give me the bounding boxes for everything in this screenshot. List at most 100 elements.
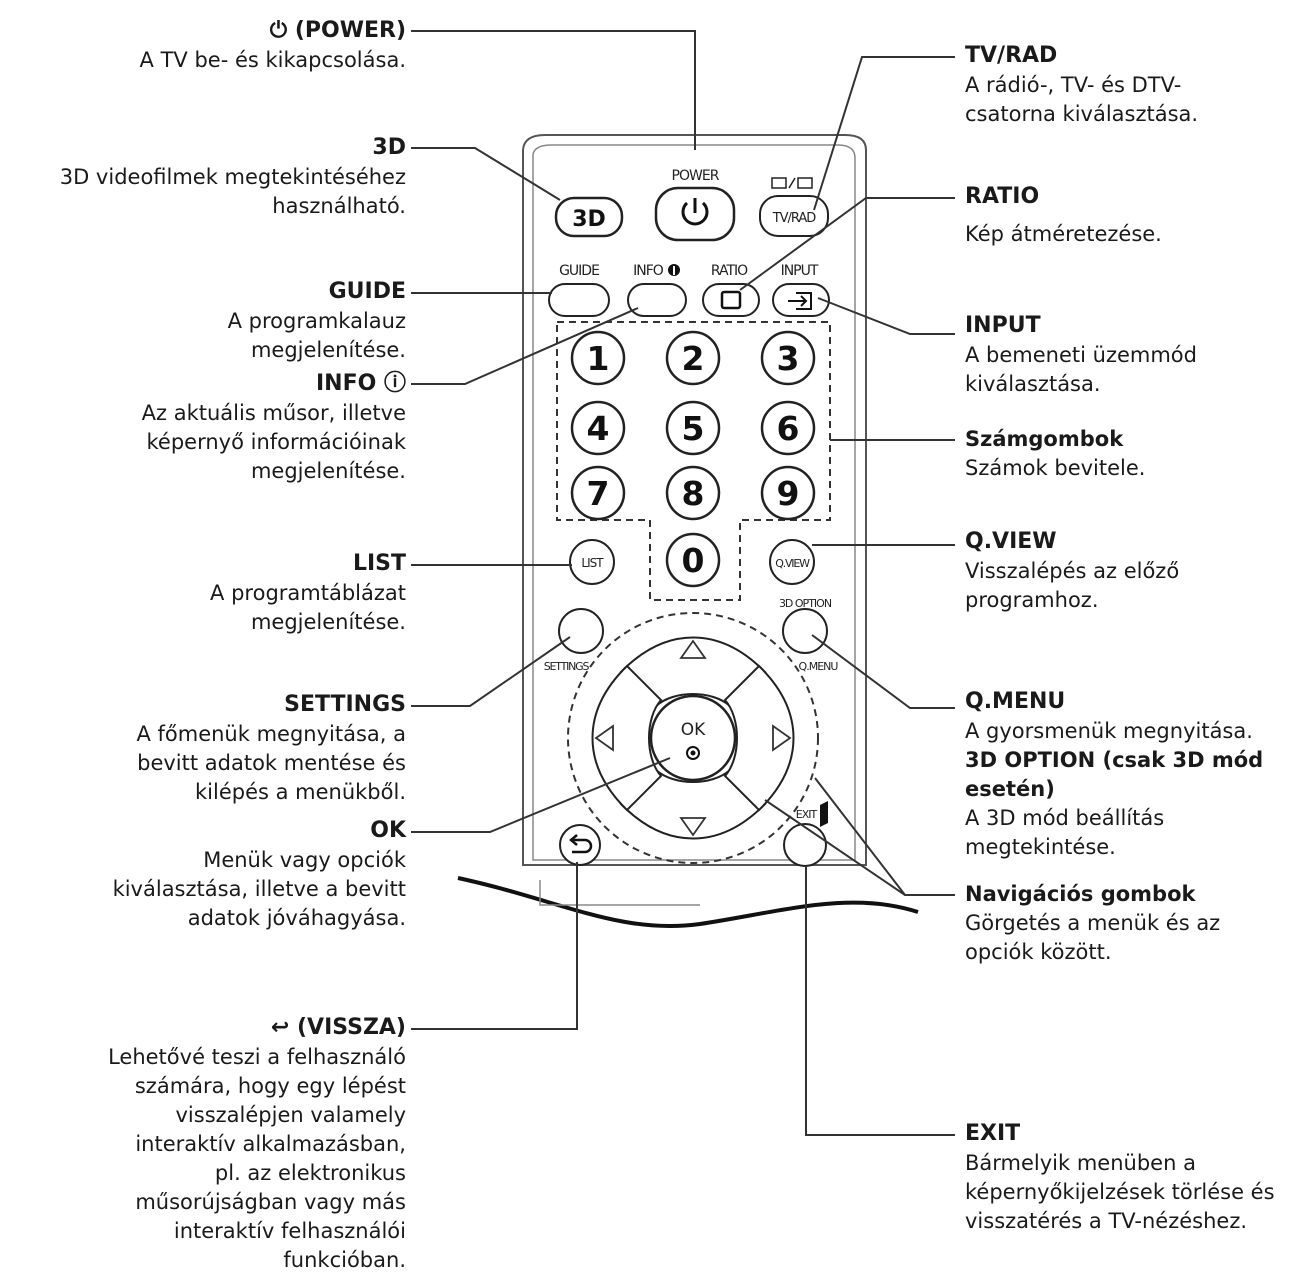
cut-curve (455, 874, 918, 1060)
info-button[interactable] (627, 283, 687, 317)
leader-ok (411, 757, 671, 833)
leader-input (817, 297, 955, 335)
input-button-label: INPUT (781, 263, 819, 279)
digit-key-label: 5 (682, 409, 705, 448)
callout-title: LIST (352, 551, 406, 576)
arrow-down-icon (679, 817, 707, 837)
guide-button[interactable] (548, 283, 610, 317)
digit-key-label: 3 (777, 339, 800, 378)
callout-text: A bemeneti üzemmód kiválasztása. (965, 343, 1197, 396)
guide-button-label: GUIDE (559, 263, 599, 279)
leader-exit (805, 866, 955, 1136)
digit-key-label: 0 (682, 541, 705, 580)
digit-key-7[interactable]: 7 (570, 465, 626, 521)
power-icon (681, 201, 709, 226)
digit-key-label: 9 (777, 474, 800, 513)
callout-info: INFO ⓘ Az aktuális műsor, illetve képern… (142, 369, 406, 486)
settings-button[interactable] (558, 608, 604, 654)
callout-subtitle: 3D OPTION (csak 3D mód esetén) (965, 748, 1264, 801)
leader-power (411, 30, 696, 150)
ratio-button[interactable] (702, 283, 760, 317)
digit-key-9[interactable]: 9 (760, 465, 816, 521)
callout-title: SETTINGS (284, 692, 406, 717)
ok-dot-icon (686, 746, 700, 760)
callout-title: (VISSZA) (296, 1015, 406, 1040)
q-view-button[interactable]: Q.VIEW (769, 539, 815, 585)
leader-qmenu (811, 634, 955, 709)
ok-button[interactable]: OK (649, 694, 737, 782)
number-pad-dashed-outline (556, 321, 831, 601)
digit-key-6[interactable]: 6 (760, 400, 816, 456)
callout-list: LIST A programtáblázat megjelenítése. (210, 549, 406, 637)
callout-q-view: Q.VIEW Visszalépés az előző programhoz. (965, 527, 1179, 615)
arrow-right-icon (772, 724, 792, 752)
q-view-button-label: Q.VIEW (775, 557, 810, 570)
power-icon: ⏻ (269, 18, 295, 43)
exit-button[interactable] (783, 823, 827, 867)
3d-option-label: 3D OPTION (779, 597, 832, 610)
digit-key-1[interactable]: 1 (570, 330, 626, 386)
callout-text: A TV be- és kikapcsolása. (139, 48, 406, 72)
cut-line (457, 876, 919, 929)
callout-title: 3D (372, 135, 406, 160)
leader-ratio (739, 197, 955, 291)
digit-key-2[interactable]: 2 (665, 330, 721, 386)
input-button[interactable] (772, 283, 830, 317)
digit-key-3[interactable]: 3 (760, 330, 816, 386)
digit-key-0[interactable]: 0 (665, 532, 721, 588)
nav-left-button[interactable] (591, 664, 663, 812)
arrow-left-icon (594, 724, 614, 752)
callout-guide: GUIDE A programkalauz megjelenítése. (228, 277, 406, 365)
exit-button-label: EXIT (796, 808, 818, 821)
power-button[interactable] (654, 186, 736, 242)
callout-title: GUIDE (328, 279, 406, 304)
exit-door-icon (820, 801, 828, 827)
callout-text: A programtáblázat megjelenítése. (210, 581, 406, 634)
back-button[interactable] (559, 824, 601, 866)
nav-right-button[interactable] (723, 664, 795, 812)
callout-text: Bármelyik menüben a képernyőkijelzések t… (965, 1151, 1275, 1233)
callout-title: INPUT (965, 313, 1041, 338)
q-menu-button-label: Q.MENU (799, 660, 839, 673)
back-arrow-icon: ↩ (270, 1015, 297, 1040)
3d-button[interactable]: 3D (554, 196, 624, 238)
ratio-icon (720, 290, 742, 310)
callout-text: A rádió-, TV- és DTV- csatorna kiválaszt… (965, 73, 1199, 126)
back-arrow-icon (572, 838, 593, 854)
callout-3d: 3D 3D videofilmek megtekintéséhez haszná… (60, 133, 406, 221)
3d-button-label: 3D (572, 207, 606, 232)
ratio-button-label: RATIO (711, 263, 748, 279)
list-button[interactable]: LIST (569, 539, 615, 585)
tv-rad-button-label: TV/RAD (772, 211, 817, 226)
leader-3d (411, 147, 561, 201)
callout-navigation: Navigációs gombok Görgetés a menük és az… (965, 880, 1220, 967)
arrow-up-icon (679, 639, 707, 659)
callout-title: RATIO (965, 184, 1040, 209)
digit-key-label: 8 (682, 474, 705, 513)
callout-power: ⏻ (POWER) A TV be- és kikapcsolása. (140, 16, 406, 75)
callout-text: Menük vagy opciók kiválasztása, illetve … (112, 848, 406, 930)
power-button-label: POWER (672, 168, 720, 184)
callout-title: OK (370, 818, 406, 843)
callout-title: INFO ⓘ (316, 371, 406, 396)
q-menu-button[interactable] (782, 608, 828, 654)
callout-exit: EXIT Bármelyik menüben a képernyőkijelzé… (965, 1119, 1275, 1236)
digit-key-label: 7 (587, 474, 610, 513)
callout-text: 3D videofilmek megtekintéséhez használha… (59, 165, 406, 218)
digit-key-5[interactable]: 5 (665, 400, 721, 456)
callout-title: TV/RAD (965, 43, 1058, 68)
remote-bottom-edge (539, 880, 700, 906)
info-icon (668, 264, 680, 276)
leader-back (411, 862, 578, 1030)
callout-title: Q.MENU (965, 689, 1066, 714)
callout-input: INPUT A bemeneti üzemmód kiválasztása. (965, 311, 1197, 399)
leader-settings (411, 636, 571, 707)
tv-rad-button[interactable]: TV/RAD (759, 195, 829, 237)
callout-ratio: RATIO Kép átméretezése. (965, 182, 1162, 249)
callout-title: Számgombok (965, 427, 1124, 451)
leader-tvrad (813, 56, 955, 211)
ok-button-label: OK (681, 720, 706, 740)
callout-text: Számok bevitele. (965, 456, 1146, 480)
digit-key-4[interactable]: 4 (570, 400, 626, 456)
digit-key-8[interactable]: 8 (665, 465, 721, 521)
